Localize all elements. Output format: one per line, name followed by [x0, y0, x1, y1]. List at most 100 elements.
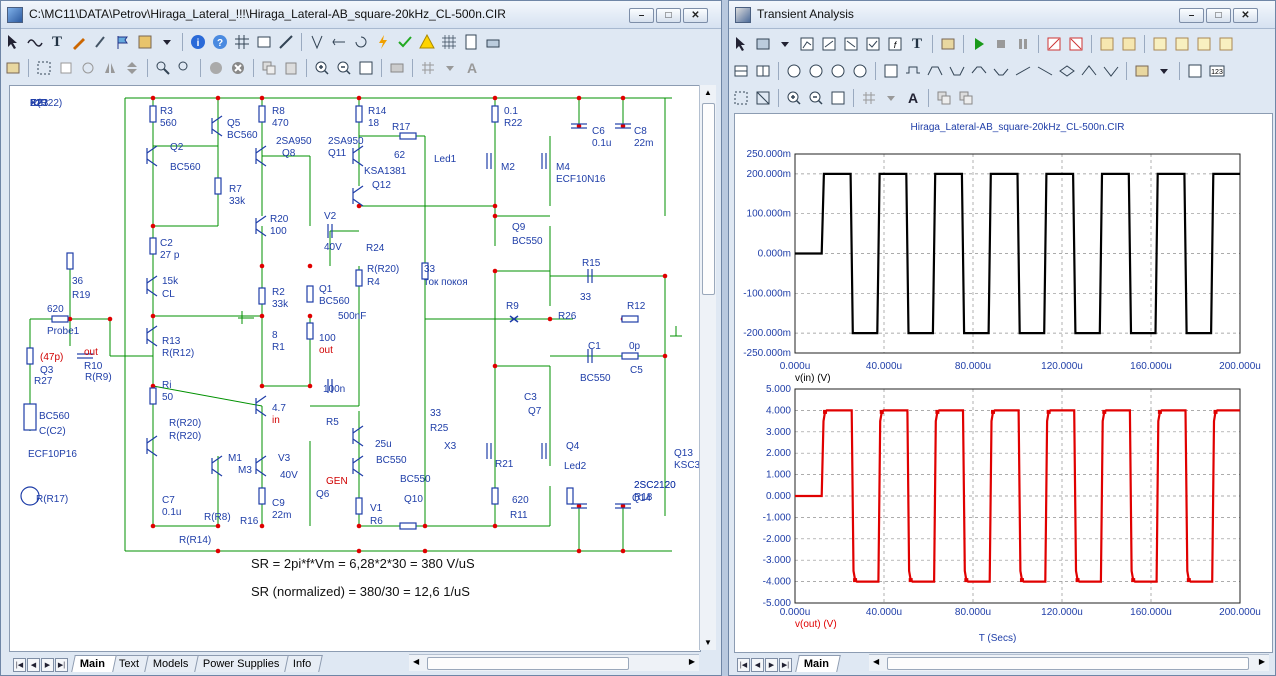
copy-button[interactable] [259, 58, 279, 78]
minimize-button[interactable]: – [629, 8, 654, 23]
scale-button[interactable] [797, 34, 817, 54]
measure-10-button[interactable] [1101, 61, 1121, 81]
component-button[interactable] [135, 32, 155, 52]
properties-button[interactable] [3, 58, 23, 78]
rotate-button[interactable] [351, 32, 371, 52]
plot-2-button[interactable] [1119, 34, 1139, 54]
analysis-menu-button[interactable] [1132, 61, 1152, 81]
last-tab-button[interactable]: ▶| [55, 658, 68, 672]
lightning-button[interactable] [373, 32, 393, 52]
page-button[interactable] [461, 32, 481, 52]
scroll-up-icon[interactable]: ▲ [704, 88, 712, 97]
zoom-in-button[interactable] [312, 58, 332, 78]
numeric-output-button[interactable] [1185, 61, 1205, 81]
font-button[interactable]: A [466, 60, 478, 76]
transient-horizontal-scrollbar[interactable]: ◀ ▶ [869, 654, 1269, 671]
plot-1-button[interactable] [1097, 34, 1117, 54]
stepping-button[interactable] [387, 58, 407, 78]
tab-models[interactable]: Models [144, 655, 201, 672]
measure-5-button[interactable] [991, 61, 1011, 81]
zoom-in-button[interactable] [784, 88, 804, 108]
wire-mode-button[interactable] [25, 32, 45, 52]
nodes-button[interactable] [254, 32, 274, 52]
probe-button[interactable] [276, 32, 296, 52]
dropdown-button[interactable] [881, 88, 901, 108]
box-button[interactable] [56, 58, 76, 78]
schematic-window[interactable]: C:\MC11\DATA\Petrov\Hiraga_Lateral_!!!\H… [0, 0, 722, 676]
zoom-2-button[interactable] [806, 61, 826, 81]
measure-3-button[interactable] [947, 61, 967, 81]
close-button[interactable]: ✕ [1233, 8, 1258, 23]
tab-main[interactable]: Main [795, 655, 841, 672]
prev-tab-button[interactable]: ◀ [751, 658, 764, 672]
mirror-h-button[interactable] [100, 58, 120, 78]
measure-4-button[interactable] [969, 61, 989, 81]
grid-button[interactable] [859, 88, 879, 108]
dropdown-button[interactable] [775, 34, 795, 54]
wire-tool-button[interactable] [69, 32, 89, 52]
bound-2-button[interactable] [753, 88, 773, 108]
mirror-button[interactable] [307, 32, 327, 52]
last-tab-button[interactable]: ▶| [779, 658, 792, 672]
scroll-right-icon[interactable]: ▶ [1258, 657, 1265, 666]
info-button[interactable]: i [188, 32, 208, 52]
zoom-fit-button[interactable] [356, 58, 376, 78]
scroll-down-icon[interactable]: ▼ [704, 638, 712, 647]
flip-button[interactable] [329, 32, 349, 52]
zoom-1-button[interactable] [784, 61, 804, 81]
bound-button[interactable] [731, 88, 751, 108]
close-button[interactable]: ✕ [683, 8, 708, 23]
undo-rotate-button[interactable] [78, 58, 98, 78]
replace-button[interactable] [175, 58, 195, 78]
tab-main[interactable]: Main [71, 655, 117, 672]
run-button[interactable] [969, 34, 989, 54]
schematic-horizontal-scrollbar[interactable]: ◀ ▶ [409, 654, 699, 671]
dropdown-button[interactable] [440, 58, 460, 78]
transient-plot-area[interactable]: Hiraga_Lateral-AB_square-20kHz_CL-500n.C… [734, 113, 1273, 653]
next-tab-button[interactable]: ▶ [41, 658, 54, 672]
cursor-button[interactable] [1044, 34, 1064, 54]
tile-button[interactable] [1150, 34, 1170, 54]
first-tab-button[interactable]: |◀ [13, 658, 26, 672]
schematic-horizontal-thumb[interactable] [427, 657, 629, 670]
paste-button[interactable] [956, 88, 976, 108]
attribute-button[interactable] [157, 32, 177, 52]
maximize-button[interactable]: □ [1206, 8, 1231, 23]
grid-text-button[interactable] [418, 58, 438, 78]
scroll-left-icon[interactable]: ◀ [873, 657, 880, 666]
scroll-right-icon[interactable]: ▶ [688, 657, 695, 666]
measure-1-button[interactable] [903, 61, 923, 81]
properties-2-button[interactable] [881, 61, 901, 81]
text-mode-button[interactable]: T [51, 33, 62, 50]
measure-6-button[interactable] [1013, 61, 1033, 81]
select-mode-button[interactable] [731, 34, 751, 54]
zoom-3-button[interactable] [828, 61, 848, 81]
zoom-out-button[interactable] [334, 58, 354, 78]
text-button[interactable]: T [911, 35, 922, 52]
schematic-vertical-thumb[interactable] [702, 103, 715, 295]
schematic-vertical-scrollbar[interactable]: ▲ ▼ [699, 85, 716, 650]
copy-button[interactable] [934, 88, 954, 108]
first-tab-button[interactable]: |◀ [737, 658, 750, 672]
check-button[interactable] [863, 34, 883, 54]
properties-button[interactable] [938, 34, 958, 54]
split-v-button[interactable] [753, 61, 773, 81]
tile-2-button[interactable] [1172, 34, 1192, 54]
zoom-fit-button[interactable] [828, 88, 848, 108]
next-tab-button[interactable]: ▶ [765, 658, 778, 672]
measure-2-button[interactable] [925, 61, 945, 81]
stop-button[interactable] [206, 58, 226, 78]
print-button[interactable] [483, 32, 503, 52]
analysis-component-button[interactable] [753, 34, 773, 54]
split-button[interactable] [731, 61, 751, 81]
transient-horizontal-thumb[interactable] [887, 657, 1249, 670]
prev-tab-button[interactable]: ◀ [27, 658, 40, 672]
pause-button[interactable] [1013, 34, 1033, 54]
flag-tool-button[interactable] [113, 32, 133, 52]
transient-plots[interactable]: Hiraga_Lateral-AB_square-20kHz_CL-500n.C… [735, 114, 1272, 652]
minimize-button[interactable]: – [1179, 8, 1204, 23]
scale-x-button[interactable] [819, 34, 839, 54]
scroll-left-icon[interactable]: ◀ [413, 657, 420, 666]
